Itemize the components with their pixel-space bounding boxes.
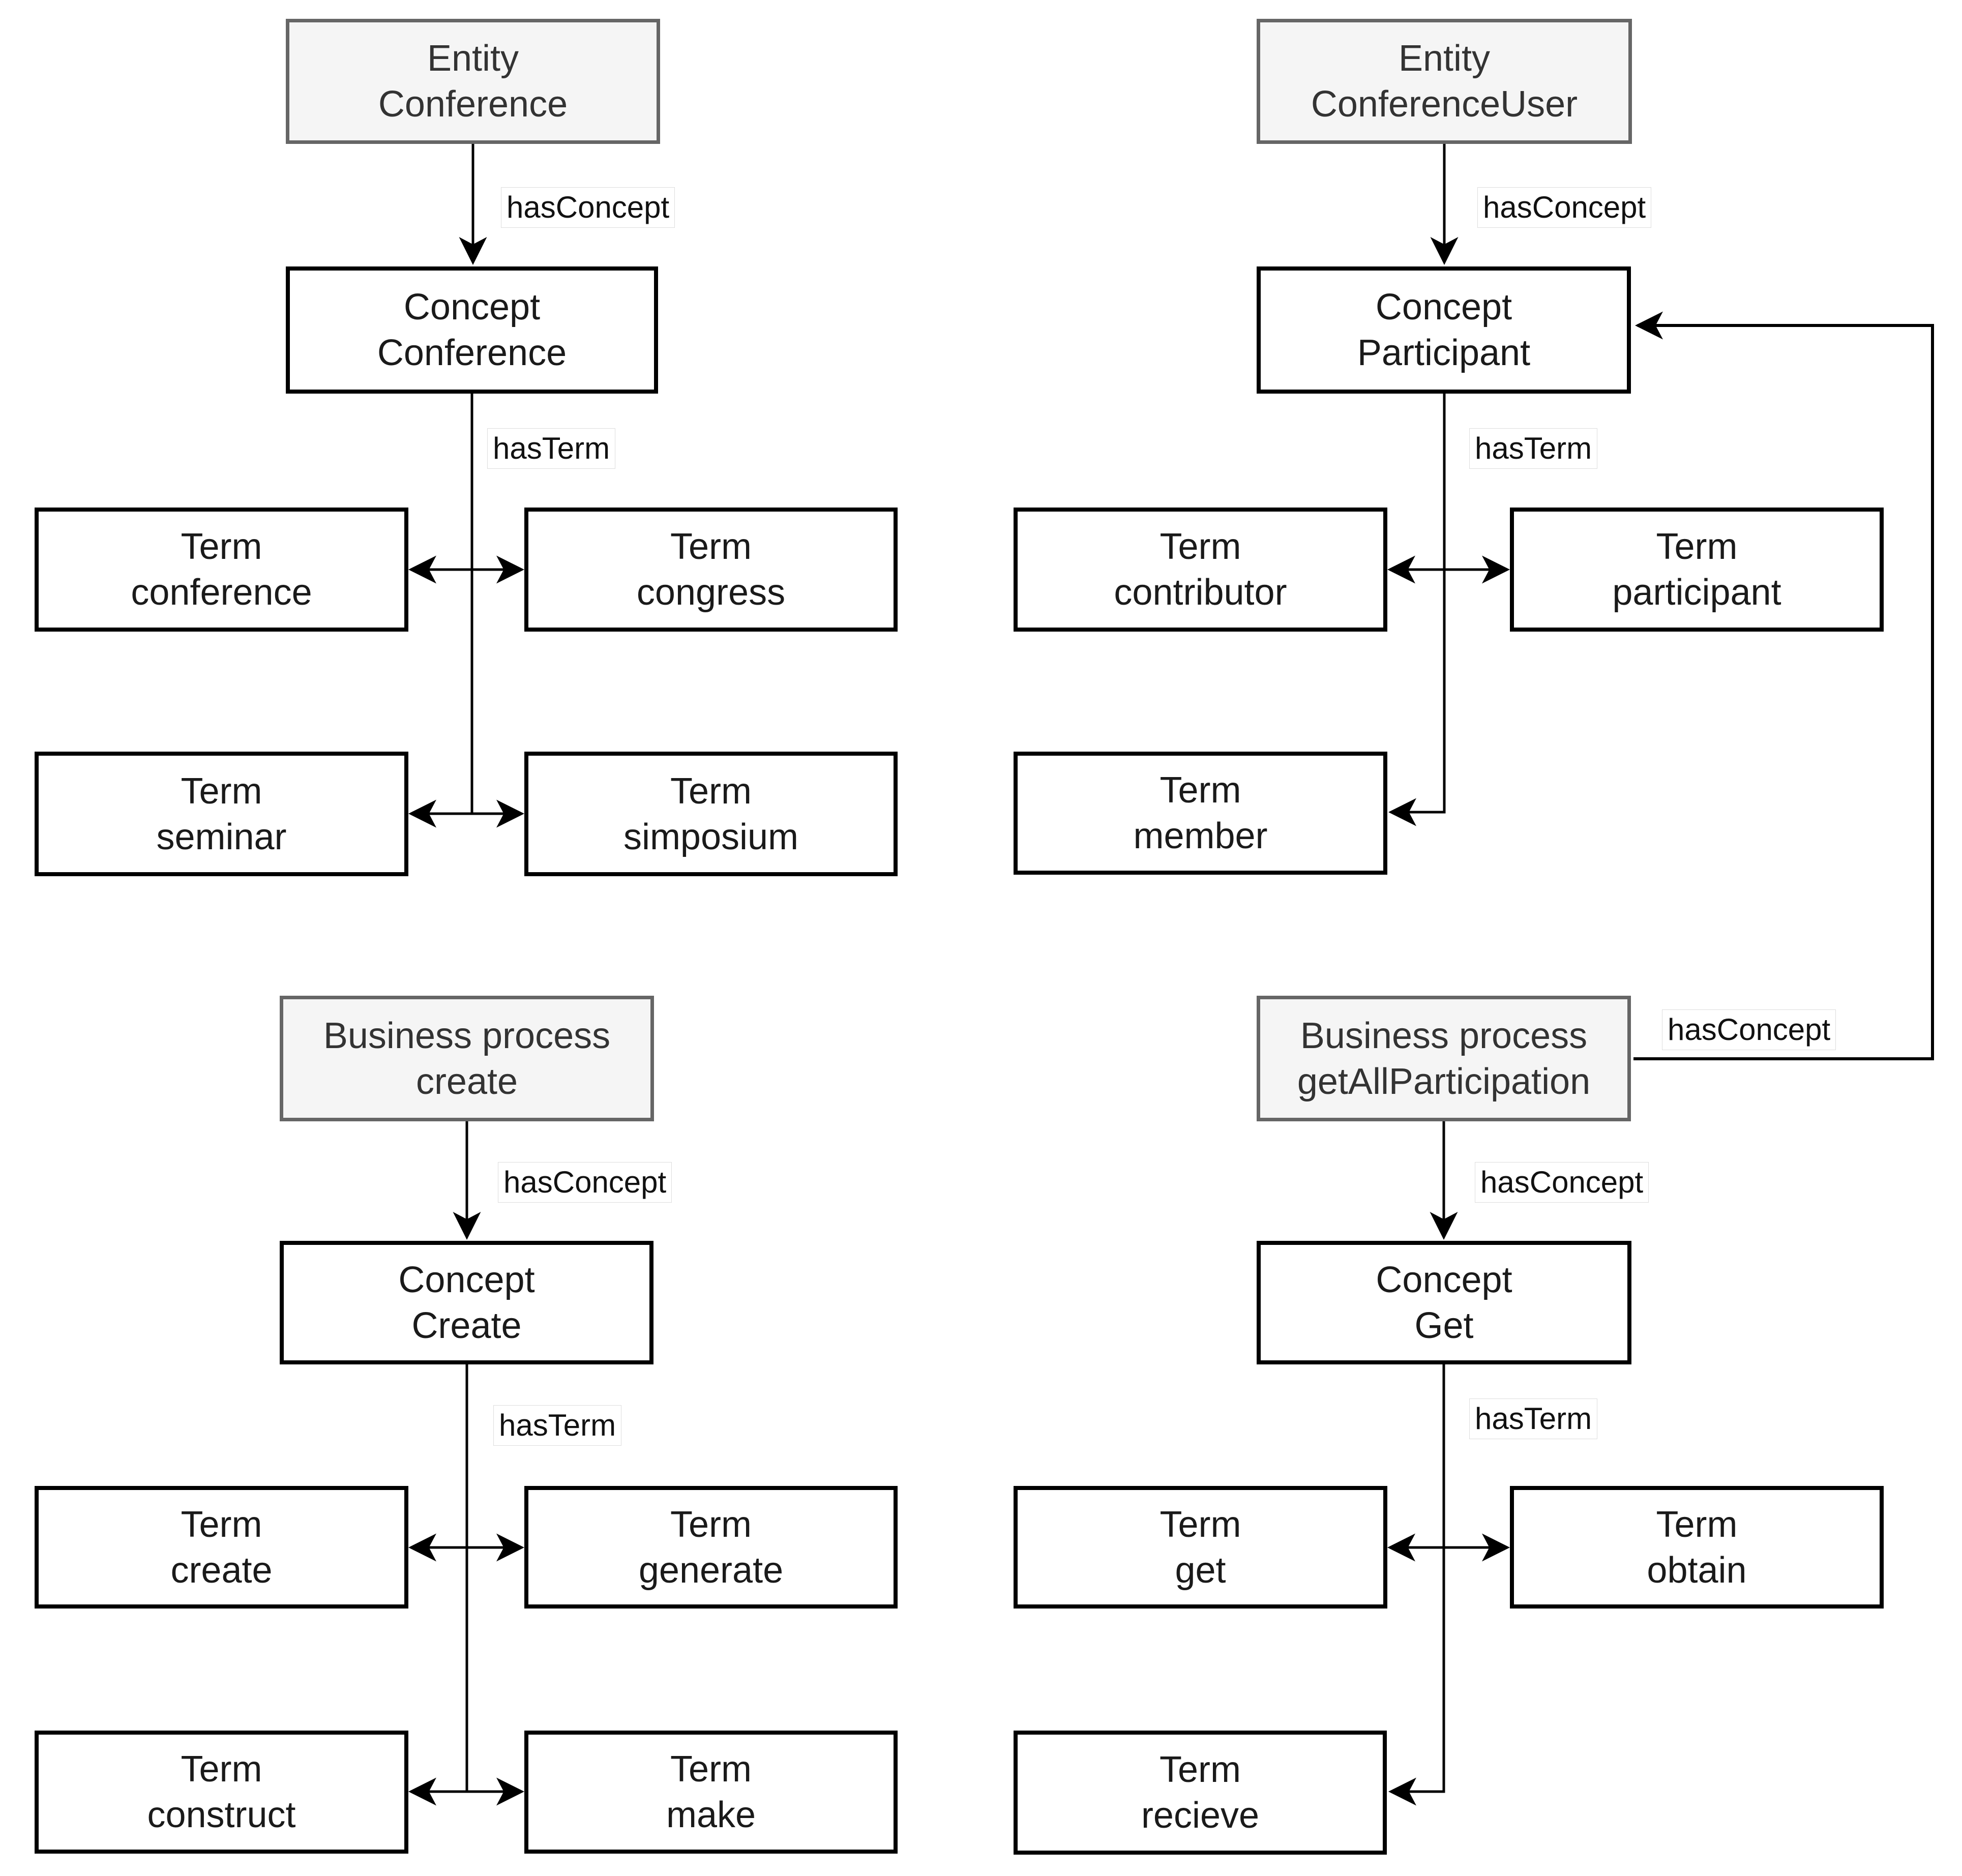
node-term-contributor: Term contributor — [1014, 508, 1387, 632]
node-name-label: Get — [1414, 1305, 1474, 1346]
node-name-label: congress — [636, 572, 786, 613]
node-term-recieve: Term recieve — [1014, 1731, 1387, 1855]
node-term-participant: Term participant — [1510, 508, 1884, 632]
node-type-label: Business process — [323, 1015, 611, 1056]
edge-hasterm-get-trunk — [1388, 1364, 1445, 1806]
edge-hasconcept-getallparticipation-loop — [1633, 311, 1934, 1060]
node-entity-conference: Entity Conference — [286, 19, 660, 144]
node-name-label: conference — [131, 572, 312, 613]
node-term-member: Term member — [1014, 752, 1387, 875]
node-name-label: Conference — [377, 333, 567, 373]
node-name-label: make — [666, 1795, 756, 1835]
node-term-generate: Term generate — [524, 1486, 898, 1609]
node-bp-create: Business process create — [280, 996, 654, 1121]
edge-label-hasterm-get: hasTerm — [1469, 1398, 1598, 1439]
node-type-label: Term — [670, 770, 752, 812]
node-type-label: Term — [670, 1504, 752, 1545]
node-type-label: Term — [670, 526, 752, 567]
node-type-label: Term — [181, 1749, 262, 1790]
node-name-label: generate — [638, 1550, 784, 1591]
node-name-label: contributor — [1114, 572, 1287, 613]
node-concept-create: Concept Create — [280, 1241, 653, 1364]
node-term-seminar: Term seminar — [35, 752, 408, 876]
node-type-label: Entity — [1398, 38, 1491, 79]
node-type-label: Term — [181, 526, 262, 567]
node-type-label: Concept — [1375, 287, 1512, 327]
node-name-label: create — [415, 1061, 518, 1102]
node-type-label: Term — [670, 1749, 752, 1790]
node-type-label: Term — [181, 1504, 262, 1545]
edge-label-hasconcept-getallparticipation: hasConcept — [1475, 1162, 1649, 1203]
edge-label-hasconcept-create: hasConcept — [498, 1162, 672, 1203]
edge-label-hasconcept-conference: hasConcept — [501, 187, 675, 228]
node-type-label: Entity — [427, 38, 519, 79]
edge-label-hasconcept-conferenceuser: hasConcept — [1477, 187, 1652, 228]
node-name-label: recieve — [1141, 1795, 1260, 1836]
node-type-label: Business process — [1300, 1015, 1588, 1056]
node-concept-get: Concept Get — [1257, 1241, 1631, 1364]
node-type-label: Term — [1160, 526, 1241, 567]
edge-label-hasterm-create: hasTerm — [493, 1405, 622, 1446]
edge-label-hasconcept-getallparticipation-loop: hasConcept — [1662, 1009, 1836, 1050]
node-concept-conference: Concept Conference — [286, 266, 658, 394]
node-name-label: participant — [1612, 572, 1781, 613]
node-term-construct: Term construct — [35, 1731, 408, 1854]
node-type-label: Concept — [403, 287, 541, 327]
node-type-label: Term — [1160, 1749, 1241, 1790]
node-type-label: Concept — [1376, 1259, 1512, 1300]
node-type-label: Term — [1160, 770, 1241, 811]
node-type-label: Term — [1656, 1504, 1738, 1545]
node-name-label: Create — [411, 1305, 522, 1346]
node-name-label: construct — [147, 1795, 296, 1835]
node-term-create: Term create — [35, 1486, 408, 1609]
node-term-congress: Term congress — [524, 508, 898, 632]
node-name-label: member — [1133, 816, 1268, 856]
node-term-obtain: Term obtain — [1510, 1486, 1884, 1609]
node-type-label: Concept — [398, 1259, 535, 1300]
node-name-label: Participant — [1357, 333, 1531, 373]
node-term-make: Term make — [524, 1731, 898, 1854]
edge-label-hasterm-participant: hasTerm — [1469, 428, 1598, 469]
edge-hasterm-participant-trunk — [1388, 394, 1446, 826]
edge-label-hasterm-conference: hasTerm — [487, 428, 616, 469]
node-name-label: seminar — [156, 816, 287, 857]
node-term-conference: Term conference — [35, 508, 408, 632]
node-name-label: get — [1175, 1550, 1226, 1591]
node-type-label: Term — [1160, 1504, 1241, 1545]
node-name-label: getAllParticipation — [1297, 1061, 1591, 1102]
node-type-label: Term — [1656, 526, 1738, 567]
node-term-simposium: Term simposium — [524, 752, 898, 876]
node-name-label: ConferenceUser — [1311, 84, 1578, 125]
node-name-label: obtain — [1647, 1550, 1747, 1591]
node-name-label: simposium — [623, 816, 799, 857]
node-name-label: Conference — [378, 84, 568, 125]
node-bp-getallparticipation: Business process getAllParticipation — [1257, 996, 1631, 1121]
node-term-get: Term get — [1014, 1486, 1387, 1609]
node-entity-conferenceuser: Entity ConferenceUser — [1257, 19, 1632, 144]
node-name-label: create — [170, 1550, 273, 1591]
node-concept-participant: Concept Participant — [1257, 266, 1631, 394]
node-type-label: Term — [181, 770, 262, 812]
